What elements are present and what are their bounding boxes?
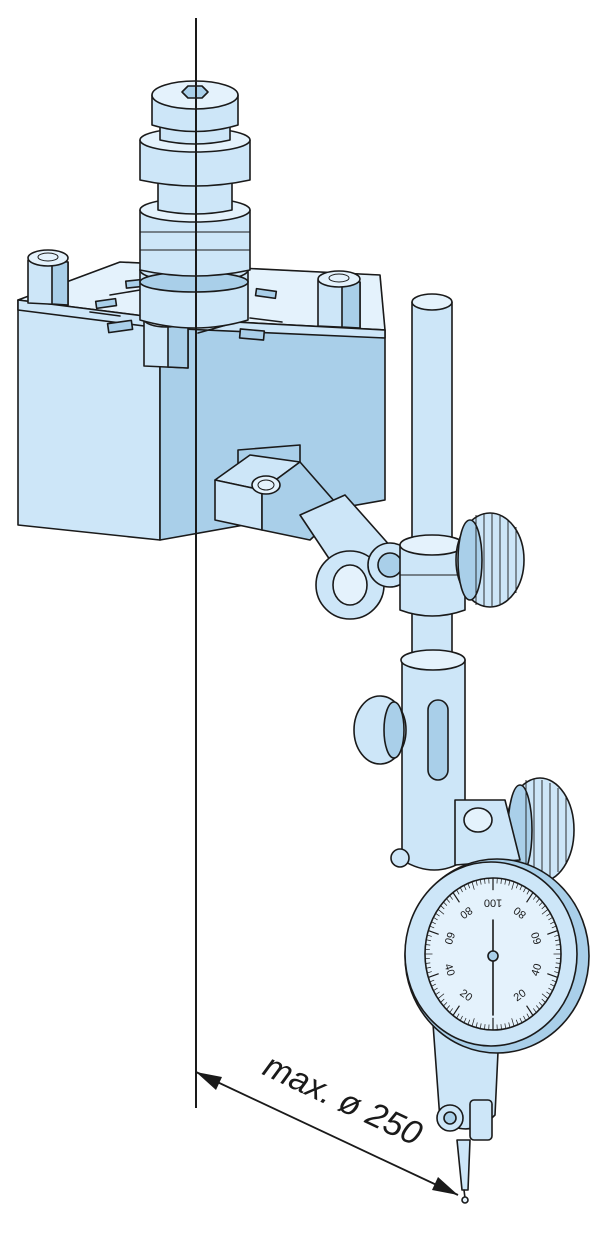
diameter-dimension: max. ø 250 [196, 1047, 458, 1195]
dimension-label: max. ø 250 [258, 1047, 428, 1154]
upper-clamp-knob [456, 513, 524, 607]
indicator-holder [354, 650, 574, 882]
hex-nut-back-left [28, 250, 68, 305]
dimension-arrow-start [196, 1072, 222, 1090]
dimension-arrow-end [432, 1177, 458, 1195]
dial-scale-label: 100 [484, 896, 502, 908]
indicator-rod [400, 294, 465, 682]
hex-nut-back-right [318, 271, 360, 328]
swivel-arm [300, 495, 412, 619]
dial-needle-hub [488, 951, 498, 961]
